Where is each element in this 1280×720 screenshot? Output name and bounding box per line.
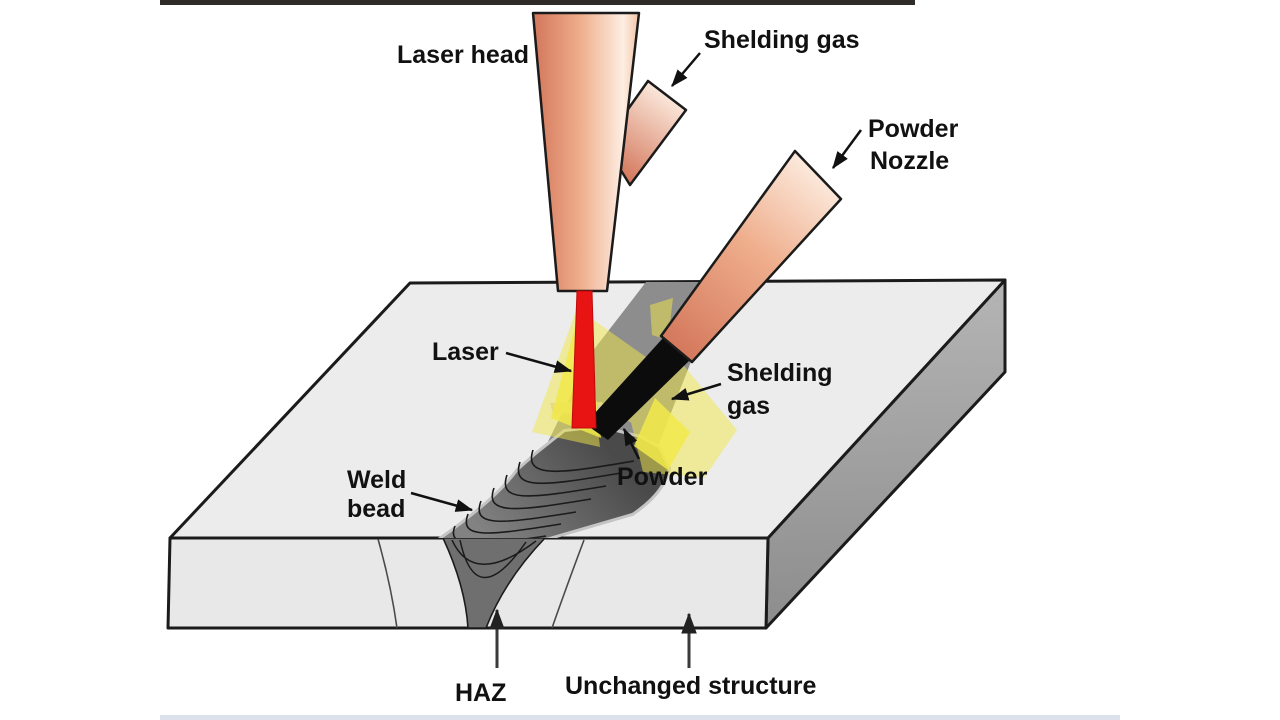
bottom-border-strip bbox=[160, 715, 1120, 720]
arrow-powder-nozzle bbox=[831, 129, 863, 170]
label-powder-nozzle-line1: Powder bbox=[868, 115, 959, 143]
laser-beam bbox=[571, 290, 597, 429]
label-weld-bead-line2: bead bbox=[347, 495, 405, 523]
bead-ripples bbox=[452, 449, 635, 538]
arrow-shielding-gas-side bbox=[670, 382, 722, 401]
label-shielding-gas-top: Shelding gas bbox=[704, 26, 860, 54]
label-shielding-gas-side-line2: gas bbox=[727, 392, 770, 420]
weld-bead-cross-section bbox=[441, 538, 547, 628]
weld-bead bbox=[433, 424, 672, 538]
label-powder-nozzle-line2: Nozzle bbox=[870, 147, 949, 175]
haz-boundary-left bbox=[377, 538, 398, 628]
annotation-labels: Laser head Shelding gas Powder Nozzle La… bbox=[347, 26, 959, 707]
arrow-weld-bead bbox=[410, 491, 474, 512]
haz-boundary-right bbox=[551, 539, 585, 628]
laser-head bbox=[531, 11, 641, 293]
arrow-powder bbox=[622, 427, 641, 460]
powder-stream bbox=[585, 338, 690, 440]
label-powder: Powder bbox=[617, 463, 708, 491]
powder-nozzle bbox=[659, 149, 843, 364]
label-shielding-gas-side-line1: Shelding bbox=[727, 359, 833, 387]
label-laser-head: Laser head bbox=[397, 41, 529, 69]
arrow-shielding-gas-top bbox=[671, 52, 701, 87]
label-haz: HAZ bbox=[455, 679, 506, 707]
top-border-strip bbox=[160, 0, 915, 5]
label-laser: Laser bbox=[432, 338, 499, 366]
label-unchanged-structure: Unchanged structure bbox=[565, 672, 817, 700]
annotation-arrows bbox=[410, 52, 863, 668]
arrow-laser bbox=[505, 351, 573, 373]
label-weld-bead-line1: Weld bbox=[347, 466, 406, 494]
